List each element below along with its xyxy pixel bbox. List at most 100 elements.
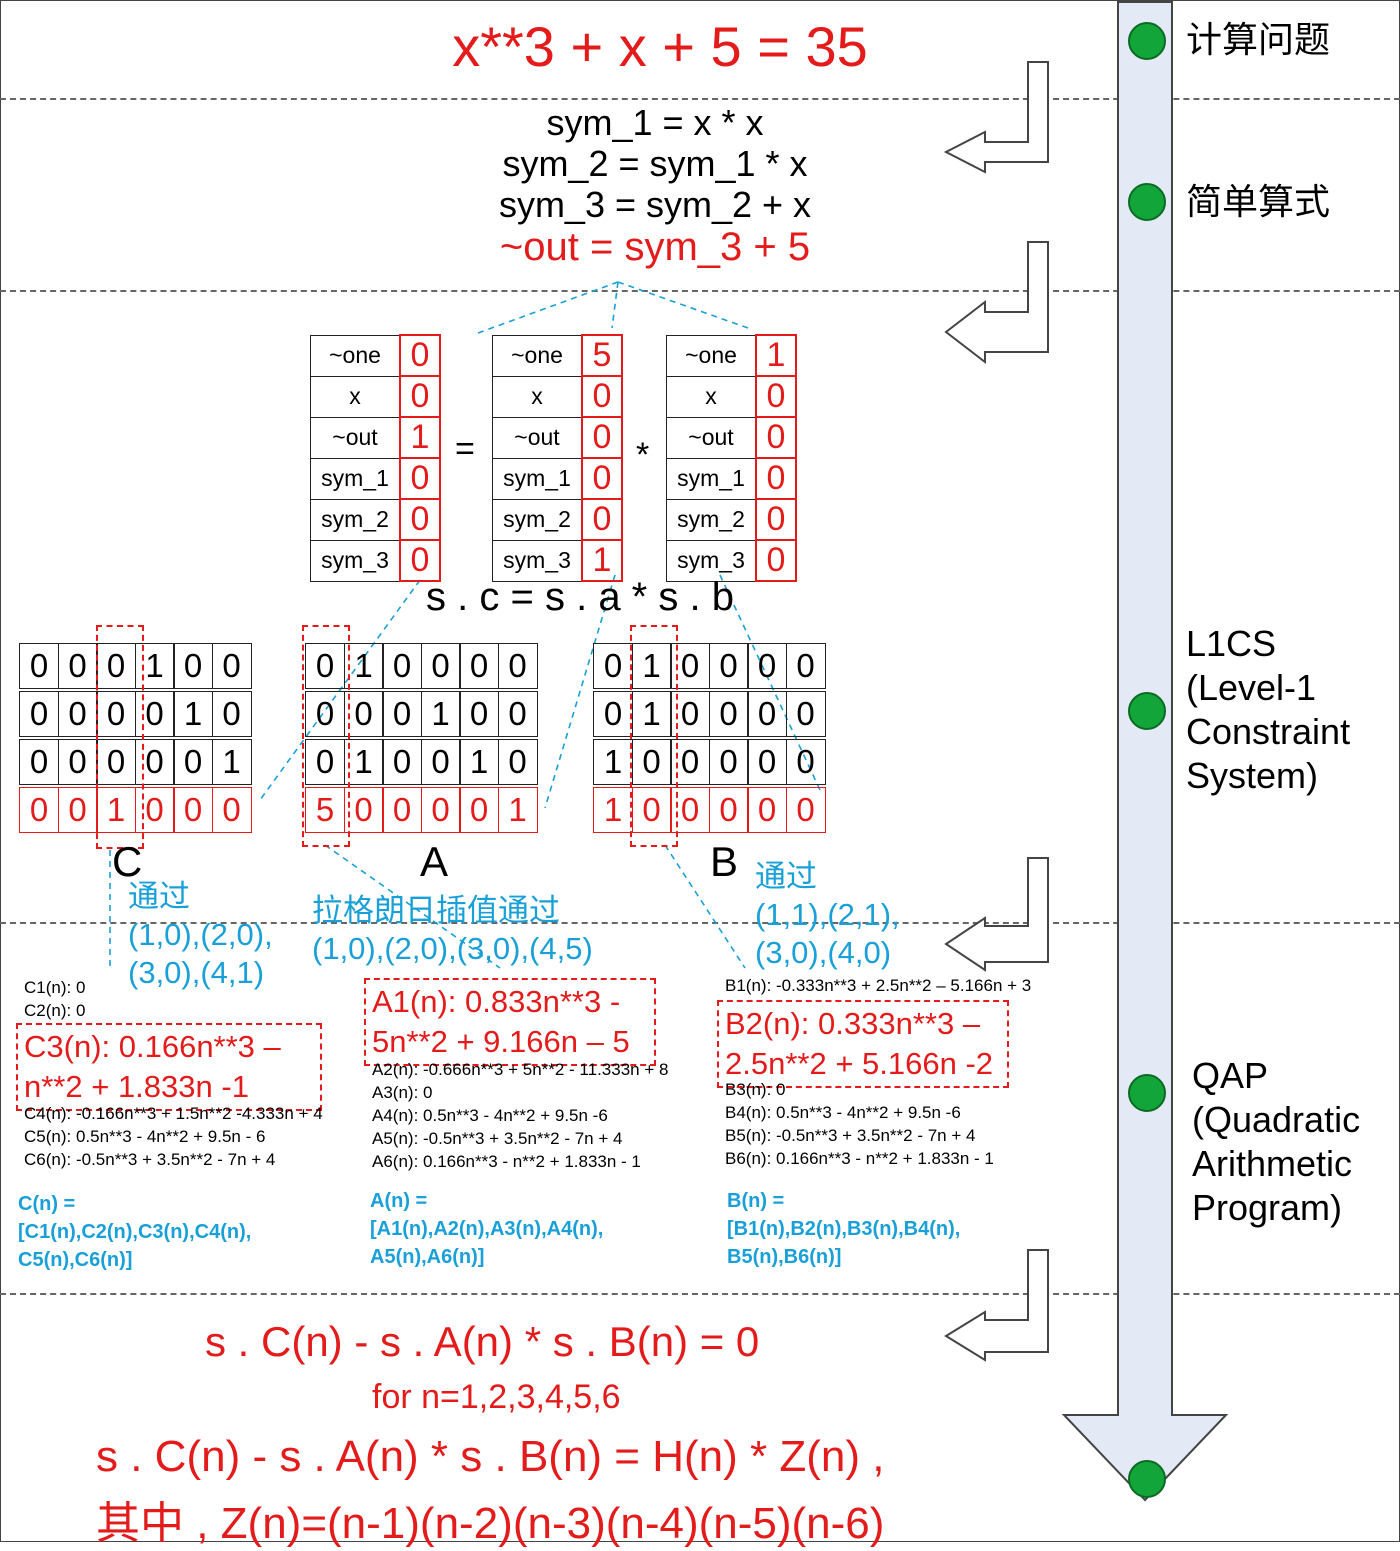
matrix-cell: 0 — [708, 739, 749, 785]
matrix-cell: 0 — [593, 691, 633, 737]
equals-sign: = — [455, 430, 475, 468]
a1-poly-highlight: A1(n): 0.833n**3 - 5n**2 + 9.166n – 5 — [364, 978, 656, 1066]
matrix-cell: A5(n),A6(n)] — [370, 1246, 485, 1268]
matrix-cell: 0 — [57, 643, 98, 689]
matrix-cell: 0 — [785, 787, 826, 833]
poly-line: C5(n): 0.5n**3 - 4n**2 + 9.5n - 6 — [24, 1127, 266, 1146]
matrix-cell: Program) — [1192, 1187, 1343, 1228]
b-polys-top: B1(n): -0.333n**3 + 2.5n**2 – 5.166n + 3 — [725, 974, 1031, 997]
matrix-cell: 1 — [173, 691, 213, 737]
b-via-text: 通过 — [755, 859, 817, 894]
matrix-cell: 0 — [173, 739, 213, 785]
vector-label: sym_2 — [310, 498, 401, 541]
matrix-cell: 1 — [593, 787, 633, 833]
vector-value: 0 — [755, 416, 797, 459]
stage-dot-flatten — [1128, 183, 1166, 221]
matrix-cell: 0 — [708, 643, 749, 689]
a-interp-note: 拉格朗日插值通过 (1,0),(2,0),(3,0),(4,5) — [312, 892, 593, 968]
matrix-cell: 0 — [211, 691, 252, 737]
vector-value: 1 — [581, 539, 623, 582]
matrix-cell: 0 — [382, 739, 422, 785]
stage-label-problem: 计算问题 — [1186, 19, 1331, 60]
vector-value: 0 — [755, 457, 797, 500]
flatten-line: sym_1 = x * x — [546, 102, 764, 143]
matrix-b-label: B — [710, 838, 739, 885]
matrix-cell: 0 — [134, 787, 175, 833]
vector-label: ~one — [310, 334, 401, 377]
stage-dot-qap — [1128, 1074, 1166, 1112]
poly-line: n**2 + 1.833n -1 — [24, 1069, 249, 1104]
flatten-line: sym_2 = sym_1 * x — [502, 143, 808, 184]
column-highlight-b — [630, 625, 678, 847]
matrix-cell: 0 — [497, 643, 538, 689]
matrix-cell: 0 — [382, 787, 422, 833]
c-points-line: (1,0),(2,0), — [128, 917, 273, 952]
matrix-cell: 0 — [593, 643, 633, 689]
vector-value: 0 — [399, 498, 441, 541]
poly-line: C4(n): -0.166n**3 + 1.5n**2 -4.333n + 4 — [24, 1104, 323, 1123]
c-via-text: 通过 — [128, 879, 190, 914]
matrix-cell: 0 — [57, 691, 98, 737]
vector-label: x — [310, 375, 401, 418]
matrix-cell: 0 — [173, 787, 213, 833]
stage-dot-problem — [1128, 22, 1166, 60]
matrix-cell: [A1(n),A2(n),A3(n),A4(n), — [370, 1218, 604, 1240]
matrix-cell: 0 — [57, 739, 98, 785]
matrix-cell: System) — [1186, 755, 1319, 796]
stage-dot-end — [1128, 1460, 1166, 1498]
separator-1 — [0, 98, 1400, 100]
matrix-cell: B5(n),B6(n)] — [727, 1246, 842, 1268]
vector-label: sym_2 — [666, 498, 757, 541]
matrix-cell: 1 — [343, 739, 384, 785]
matrix-cell: [B1(n),B2(n),B3(n),B4(n), — [727, 1218, 961, 1240]
vector-value: 0 — [581, 498, 623, 541]
matrix-cell: 5 — [305, 787, 345, 833]
qap-equation-1: s . C(n) - s . A(n) * s . B(n) = 0 — [205, 1318, 760, 1365]
matrix-cell: Constraint — [1186, 711, 1351, 752]
matrix-cell: 1 — [631, 691, 672, 737]
vector-label: sym_1 — [666, 457, 757, 500]
vector-label: ~out — [310, 416, 401, 459]
vector-value: 0 — [399, 334, 441, 377]
vector-value: 0 — [755, 498, 797, 541]
matrix-cell: 0 — [305, 739, 345, 785]
matrix-a-label: A — [420, 838, 449, 885]
matrix-cell: 0 — [211, 787, 252, 833]
separator-3 — [0, 922, 1400, 924]
b-points-line: (1,1),(2,1), — [755, 897, 900, 932]
qap-equation-2: s . C(n) - s . A(n) * s . B(n) = H(n) * … — [96, 1432, 885, 1481]
vector-label: ~one — [666, 334, 757, 377]
b-interp-note: 通过 (1,1),(2,1), (3,0),(4,0) — [755, 858, 900, 972]
poly-line: A5(n): -0.5n**3 + 3.5n**2 - 7n + 4 — [372, 1129, 623, 1148]
matrix-cell: 0 — [305, 691, 345, 737]
multiply-sign: * — [636, 436, 650, 474]
c-points-line: (3,0),(4,1) — [128, 955, 265, 990]
matrix-cell: 0 — [747, 691, 787, 737]
vector-label: sym_2 — [492, 498, 583, 541]
matrix-cell: 1 — [134, 643, 175, 689]
matrix-cell: 1 — [343, 643, 384, 689]
c-vector-def: C(n) =[C1(n),C2(n),C3(n),C4(n),C5(n),C6(… — [18, 1190, 251, 1274]
matrix-cell: 0 — [670, 787, 710, 833]
matrix-cell: A(n) = — [370, 1190, 428, 1212]
matrix-cell: 0 — [305, 643, 345, 689]
matrix-cell: 0 — [497, 691, 538, 737]
matrix-cell: C(n) = — [18, 1193, 76, 1215]
matrix-cell: (Quadratic — [1192, 1099, 1361, 1140]
column-highlight-a — [302, 625, 350, 847]
b-vector-def: B(n) =[B1(n),B2(n),B3(n),B4(n),B5(n),B6(… — [727, 1187, 960, 1271]
vector-label: ~out — [492, 416, 583, 459]
matrix-cell: 0 — [670, 643, 710, 689]
flatten-out-line: ~out = sym_3 + 5 — [499, 225, 811, 269]
matrix-cell: 0 — [459, 787, 499, 833]
poly-line: B5(n): -0.5n**3 + 3.5n**2 - 7n + 4 — [725, 1126, 976, 1145]
